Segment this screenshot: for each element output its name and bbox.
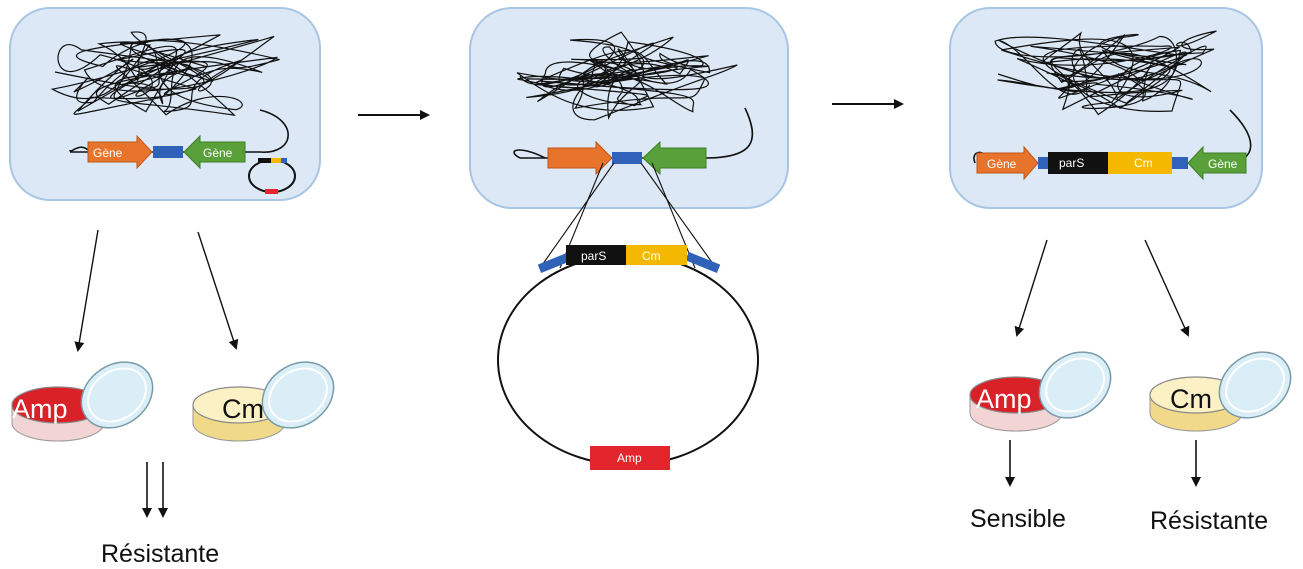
homology-arm-right: [685, 251, 721, 274]
cm-label-3: Cm: [1134, 156, 1153, 170]
gene-right-arrow-3: [1187, 145, 1247, 181]
homology-arm-left: [537, 251, 573, 274]
gene-left-arrow: Gène: [87, 134, 153, 170]
cm-plate-label-3: Cm: [1170, 384, 1212, 414]
chromosome-tangle-1: [50, 31, 280, 116]
cm-label-2: Cm: [642, 249, 661, 263]
result-sensible: Sensible: [970, 505, 1066, 533]
cm-plate-label-1: Cm: [222, 394, 264, 424]
gene-left-label: Gène: [93, 146, 123, 160]
pars-cassette-2: [566, 245, 626, 265]
dish-lid-rim: [268, 367, 328, 423]
pars-label-2: parS: [581, 249, 606, 263]
chromosome-tangle-3: [994, 30, 1217, 116]
pars-cassette-3: [1048, 152, 1108, 174]
panel-2: parS Cm Amp: [469, 7, 789, 470]
gene-left-arrow-2: [547, 140, 613, 176]
chromosome-loop: [516, 31, 738, 121]
panel-3: Gène parS Cm Gène Amp Cm Sensible Résist…: [949, 7, 1292, 535]
gene-left-arrow-3: [976, 145, 1039, 181]
arrow-to-cm-plate-1: [197, 231, 239, 350]
amp-label-2: Amp: [617, 451, 642, 465]
cm-plate-3: Cm: [1149, 351, 1292, 432]
amp-plate-label-1: Amp: [12, 394, 68, 424]
chromosome-loop: [994, 30, 1217, 116]
small-plasmid: [248, 158, 296, 194]
target-site-2: [612, 152, 642, 164]
dish-lid-rim: [1045, 357, 1105, 413]
large-plasmid: parS Cm Amp: [497, 245, 759, 470]
cm-plate-1: Cm: [192, 361, 335, 442]
cm-cassette-3: [1108, 152, 1172, 174]
dish-lid-rim: [87, 367, 147, 423]
pars-label-3: parS: [1059, 156, 1084, 170]
arrow-to-amp-plate-1: [74, 229, 99, 352]
target-site-1: [153, 146, 183, 158]
gene-right-label: Gène: [203, 146, 233, 160]
gene-right-arrow: Gène: [183, 134, 246, 170]
result-resistante-3: Résistante: [1150, 507, 1268, 535]
amp-plate-label-3: Amp: [976, 384, 1032, 414]
gene-left-label-3: Gène: [987, 157, 1017, 171]
result-label-1: Résistante: [101, 540, 219, 568]
cm-cassette-2: [626, 245, 687, 265]
bacterial-cell-2: [469, 7, 789, 209]
panel-1: Gène Gène Amp Cm Résistante: [9, 7, 335, 568]
gene-right-arrow-2: [642, 140, 707, 176]
arrow-to-amp-plate-3: [1014, 239, 1048, 337]
amp-cassette-2: [590, 446, 670, 470]
amp-plate-1: Amp: [11, 361, 154, 442]
chromosome-loop: [50, 31, 280, 116]
gene-right-label-3: Gène: [1208, 157, 1238, 171]
amp-plate-3: Amp: [969, 351, 1112, 432]
arrow-to-cm-plate-3: [1144, 239, 1190, 337]
dish-lid-rim: [1225, 357, 1285, 413]
chromosome-tangle-2: [516, 31, 738, 121]
